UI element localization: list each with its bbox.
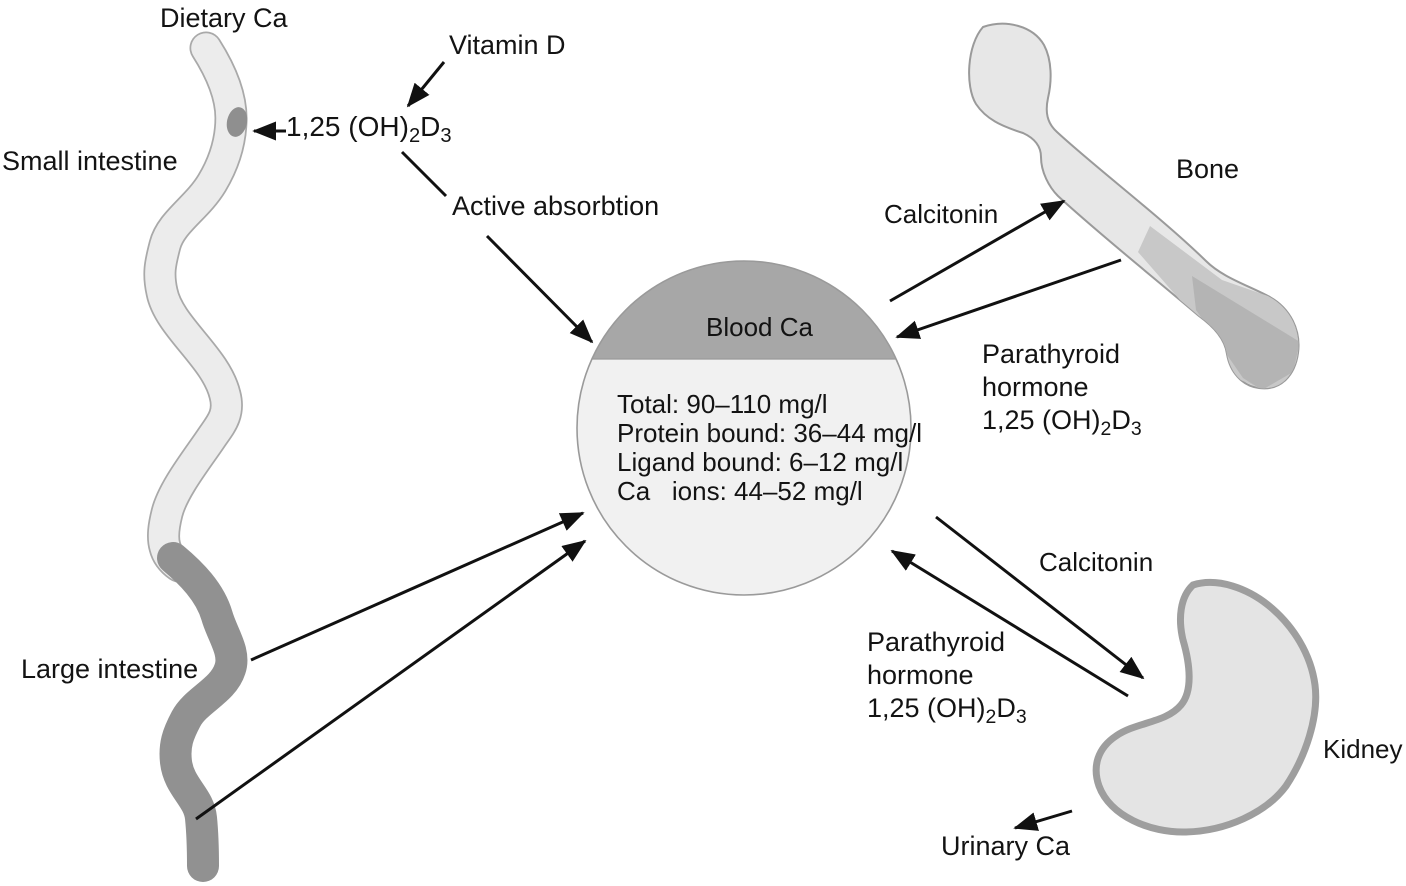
small-intestine-shape xyxy=(145,33,246,581)
parathyroid-kidney-block: Parathyroid hormone 1,25 (OH)2D3 xyxy=(867,626,1027,734)
compound-element: D xyxy=(420,111,441,142)
compound-element: D xyxy=(1111,405,1131,435)
compound-label: 1,25 (OH)2D3 xyxy=(286,111,452,148)
calcitonin-bone-label: Calcitonin xyxy=(884,199,999,229)
absorption-to-circle-arrow xyxy=(485,234,594,344)
blood-values-block: Total: 90–110 mg/l Protein bound: 36–44 … xyxy=(617,390,922,506)
urinary-ca-arrow xyxy=(1013,809,1073,831)
compound-to-absorption-line xyxy=(400,150,448,198)
compound-prefix: 1,25 (OH) xyxy=(286,111,409,142)
compound-subscript-3: 3 xyxy=(1130,417,1142,440)
parathyroid-kidney-compound: 1,25 (OH)2D3 xyxy=(867,692,1027,734)
kidney-shape xyxy=(1092,578,1320,836)
parathyroid-bone-compound: 1,25 (OH)2D3 xyxy=(982,404,1142,446)
compound-subscript-3: 3 xyxy=(1015,705,1027,728)
blood-value-total: Total: 90–110 mg/l xyxy=(617,389,828,419)
compound-subscript-2: 2 xyxy=(408,125,421,148)
compound-element: D xyxy=(996,693,1016,723)
parathyroid-kidney-line1: Parathyroid xyxy=(867,627,1006,657)
large-intestine-label: Large intestine xyxy=(21,654,199,684)
vitamin-d-label: Vitamin D xyxy=(449,30,566,60)
small-intestine-label: Small intestine xyxy=(2,146,178,176)
compound-prefix: 1,25 (OH) xyxy=(867,693,986,723)
pth-kidney-to-circle-arrow xyxy=(890,549,1129,698)
intestine-to-circle-arrow-lower xyxy=(195,539,587,821)
parathyroid-bone-line2: hormone xyxy=(982,372,1089,402)
bone-label: Bone xyxy=(1176,154,1240,184)
compound-prefix: 1,25 (OH) xyxy=(982,405,1101,435)
calcitonin-kidney-label: Calcitonin xyxy=(1039,547,1154,577)
blood-ca-label: Blood Ca xyxy=(706,312,813,342)
blood-value-ca-ions: Ca ions: 44–52 mg/l xyxy=(617,476,863,506)
bone-shading-dark xyxy=(1192,276,1299,389)
parathyroid-kidney-line2: hormone xyxy=(867,660,974,690)
kidney-label: Kidney xyxy=(1323,734,1403,764)
blood-ca-cap xyxy=(591,260,897,360)
compound-subscript-3: 3 xyxy=(440,125,452,148)
calcitonin-to-kidney-arrow xyxy=(935,515,1145,680)
blood-value-ligand-bound: Ligand bound: 6–12 mg/l xyxy=(617,447,904,477)
intestine-to-circle-arrow-upper xyxy=(250,511,585,662)
compound-subscript-2: 2 xyxy=(1100,417,1112,440)
active-absorption-spot xyxy=(226,107,248,137)
parathyroid-bone-line1: Parathyroid xyxy=(982,339,1121,369)
parathyroid-bone-block: Parathyroid hormone 1,25 (OH)2D3 xyxy=(982,338,1142,446)
dietary-ca-label: Dietary Ca xyxy=(160,3,288,33)
urinary-ca-label: Urinary Ca xyxy=(941,831,1071,861)
calcitonin-to-bone-arrow xyxy=(889,199,1066,303)
vitamin-d-arrow xyxy=(406,61,446,108)
active-absorption-label: Active absorbtion xyxy=(452,191,660,221)
compound-subscript-2: 2 xyxy=(985,705,997,728)
pth-bone-to-circle-arrow xyxy=(895,258,1122,339)
large-intestine-shape xyxy=(157,542,248,882)
blood-value-protein-bound: Protein bound: 36–44 mg/l xyxy=(617,418,922,448)
